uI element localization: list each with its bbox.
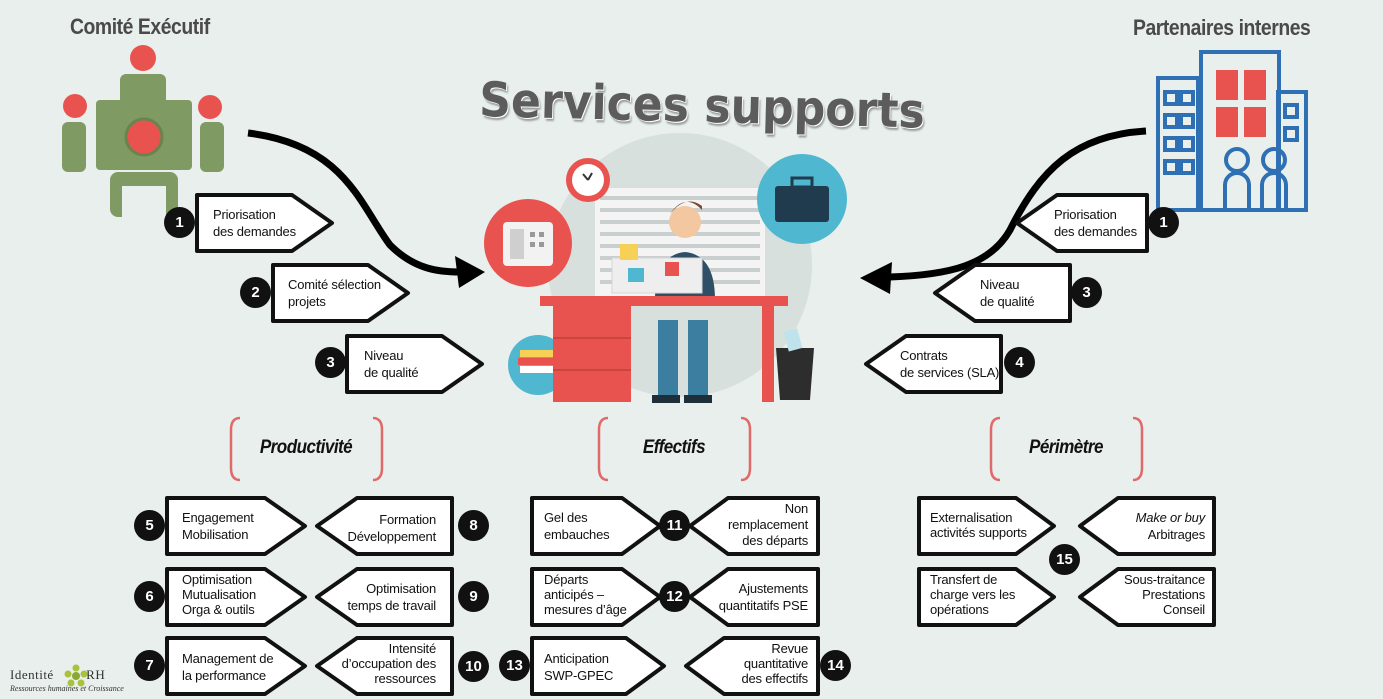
badge-11: 11	[659, 510, 690, 541]
logo: Identité RH Ressources humaines et Crois…	[10, 666, 124, 693]
logo-word-1: Identité	[10, 667, 54, 682]
productivite-tags	[165, 496, 454, 696]
badge-14: 14	[820, 650, 851, 681]
badge-8: 8	[458, 510, 489, 541]
office-worker-illustration	[484, 133, 847, 403]
internal-partners-title: Partenaires internes	[1133, 15, 1311, 40]
building-windows	[1216, 70, 1266, 137]
left-upper-tags	[195, 193, 484, 394]
badge-9: 9	[458, 581, 489, 612]
badge-5: 5	[134, 510, 165, 541]
right-upper-tags	[864, 193, 1149, 394]
effectifs-tags	[530, 496, 820, 696]
category-perimetre: Périmètre	[1028, 437, 1104, 458]
right-arrow	[860, 127, 1147, 294]
badge-7: 7	[134, 650, 165, 681]
badge-left-3: 3	[315, 347, 346, 378]
badge-13: 13	[499, 650, 530, 681]
badge-right-1: 1	[1148, 207, 1179, 238]
office-building-icon	[1156, 50, 1308, 212]
logo-tagline: Ressources humaines et Croissance	[10, 684, 124, 693]
category-productivite: Productivité	[259, 437, 353, 458]
badge-right-3: 3	[1071, 277, 1102, 308]
left-arrow	[247, 129, 485, 288]
perimetre-tags	[917, 496, 1216, 627]
badge-right-4: 4	[1004, 347, 1035, 378]
logo-flower-icon	[64, 664, 88, 687]
badge-15: 15	[1049, 544, 1080, 575]
logo-word-2: RH	[86, 667, 106, 682]
badge-left-1: 1	[164, 207, 195, 238]
executive-meeting-icon	[62, 45, 224, 217]
category-effectifs: Effectifs	[642, 437, 706, 458]
badge-10: 10	[458, 651, 489, 682]
badge-12: 12	[659, 581, 690, 612]
executive-committee-title: Comité Exécutif	[70, 14, 210, 39]
badge-6: 6	[134, 581, 165, 612]
badge-left-2: 2	[240, 277, 271, 308]
category-brackets	[229, 416, 1144, 482]
